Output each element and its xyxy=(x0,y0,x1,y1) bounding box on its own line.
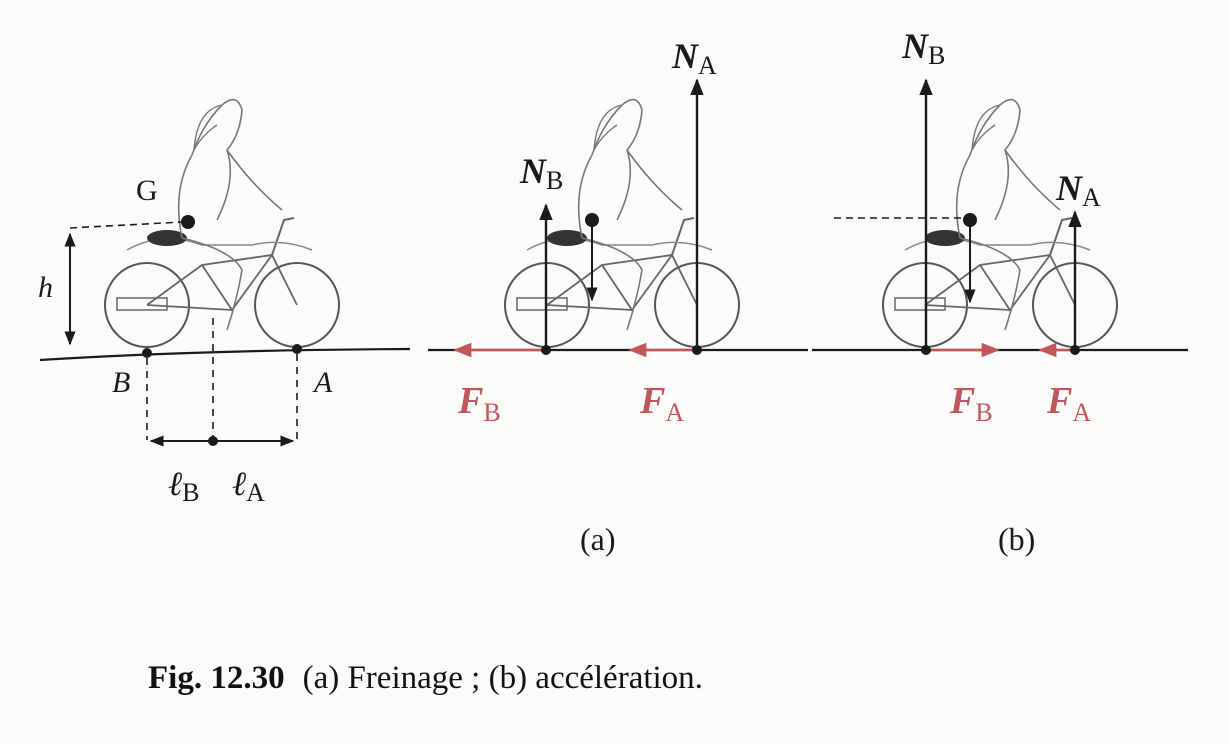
friction-rear-label-b: FB xyxy=(949,380,993,427)
front-point-label: A xyxy=(312,366,333,399)
panel-a-braking: NA NB FB FA (a) xyxy=(428,36,808,557)
height-reference-line xyxy=(69,221,183,229)
rear-contact-point xyxy=(142,348,152,358)
normal-front-label-b: NA xyxy=(1055,168,1101,212)
panel-a-tag: (a) xyxy=(580,521,616,557)
normal-rear-label-b: NB xyxy=(901,26,945,70)
centre-of-mass-dot xyxy=(181,215,195,229)
friction-rear-label-a: FB xyxy=(457,380,501,427)
rear-distance-label: ℓB xyxy=(168,466,200,507)
normal-front-label-a: NA xyxy=(671,36,717,80)
front-contact-b xyxy=(1070,345,1080,355)
bicycle-sketch-b xyxy=(882,98,1118,348)
ground-line xyxy=(39,347,411,362)
centre-of-mass-dot-a xyxy=(585,213,599,227)
rear-point-label: B xyxy=(112,366,130,399)
friction-front-label-b: FA xyxy=(1046,380,1091,427)
caption-text: (a) Freinage ; (b) accélération. xyxy=(302,660,703,696)
centre-of-mass-dot-b xyxy=(963,213,977,227)
front-distance-label: ℓA xyxy=(232,466,265,507)
bicycle-sketch-left xyxy=(104,98,340,348)
friction-front-label-a: FA xyxy=(639,380,684,427)
centre-label: G xyxy=(136,174,158,207)
left-diagram: G h B A ℓB ℓA xyxy=(38,98,411,507)
rear-contact-a xyxy=(541,345,551,355)
figure-number: Fig. 12.30 xyxy=(148,660,285,696)
bicycle-sketch-a xyxy=(504,98,740,348)
height-label: h xyxy=(38,271,53,304)
rear-contact-b xyxy=(921,345,931,355)
normal-rear-label-a: NB xyxy=(519,151,563,195)
panel-b-acceleration: NB NA FB FA (b) xyxy=(812,26,1188,557)
panel-b-tag: (b) xyxy=(998,521,1035,557)
front-contact-point xyxy=(292,344,302,354)
figure-caption: Fig. 12.30 (a) Freinage ; (b) accélératio… xyxy=(148,660,703,697)
front-contact-a xyxy=(692,345,702,355)
distance-centre-dot xyxy=(208,436,218,446)
